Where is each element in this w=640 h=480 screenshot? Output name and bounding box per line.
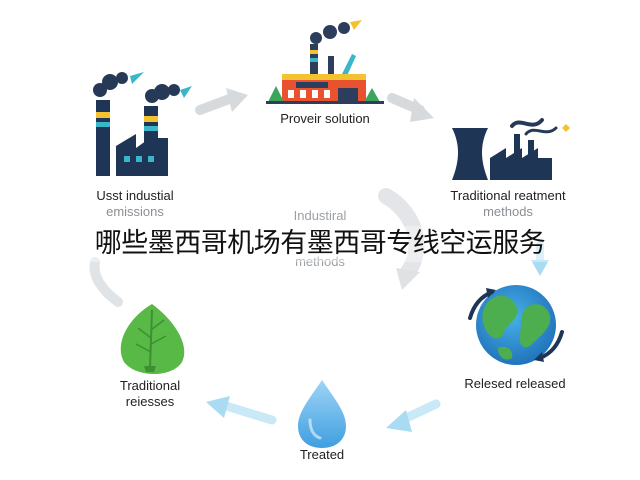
arrow-top-to-right (387, 93, 434, 122)
right-top-node-label-line1: Traditional reatment (450, 188, 566, 203)
water-drop-icon (298, 380, 346, 448)
arrow-right-to-globe (531, 241, 549, 276)
leaf-icon (120, 304, 185, 374)
treatment-plant-icon (452, 118, 570, 180)
overlay-title: 哪些墨西哥机场有墨西哥专线空运服务 (0, 226, 640, 262)
bottom-node-label: Treated (299, 447, 345, 462)
right-top-node-label-line2: methods (483, 204, 533, 219)
center-node-label-line2: methods (295, 254, 345, 269)
left-bottom-node-label-line1: Traditional (119, 378, 181, 393)
factory-icon (266, 20, 384, 104)
smokestack-icon (93, 72, 192, 176)
top-node-label: Proveir solution (280, 111, 370, 126)
left-top-node-label-line1: Usst industial (96, 188, 174, 203)
left-top-node-label-line2: emissions (106, 204, 164, 219)
arrow-center-curve (378, 188, 425, 290)
center-node-label-line1: Industiral (293, 208, 347, 223)
arrow-globe-to-drop (386, 399, 441, 432)
left-bottom-node-label-line2: reiesses (125, 394, 175, 409)
right-bottom-node-label: Relesed released (464, 376, 566, 391)
arrow-drop-to-leaf (206, 396, 277, 425)
arrow-left-to-top (195, 88, 248, 115)
globe-icon (468, 285, 564, 365)
arrow-leaf-to-left (89, 257, 123, 307)
